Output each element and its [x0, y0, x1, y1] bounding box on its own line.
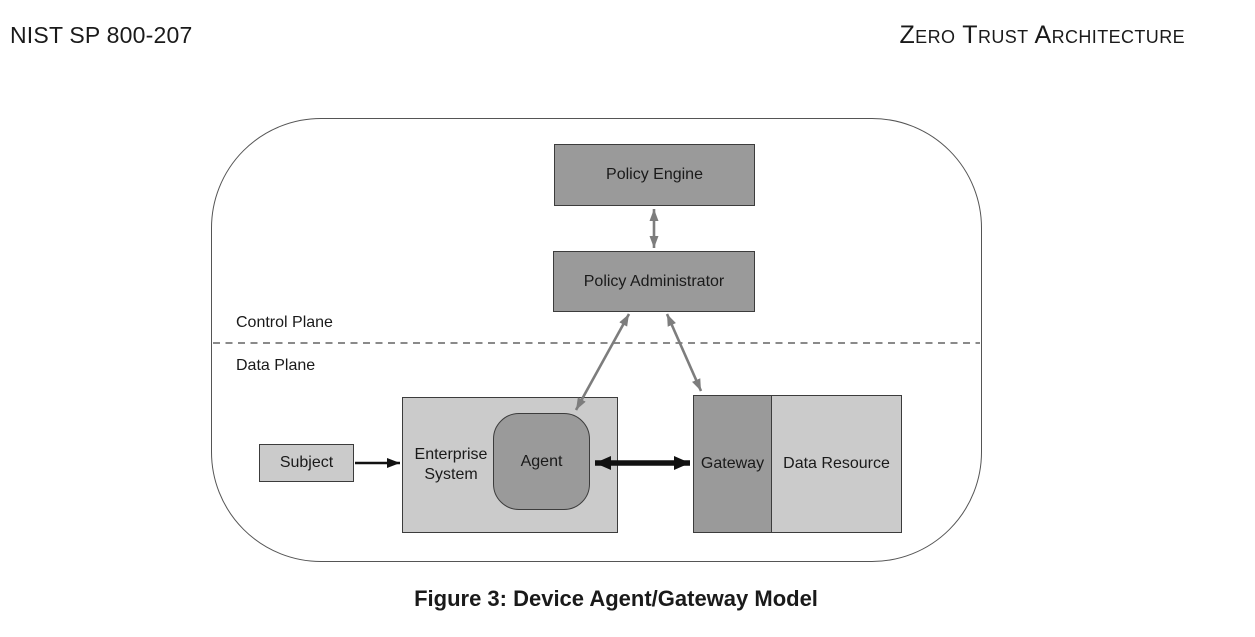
subject-label: Subject	[279, 454, 334, 472]
node-policy-administrator: Policy Administrator	[553, 251, 755, 312]
node-data-resource: Data Resource	[772, 396, 901, 532]
node-policy-engine: Policy Engine	[554, 144, 755, 206]
policy-administrator-label: Policy Administrator	[583, 272, 725, 290]
page-header-left: NIST SP 800-207	[10, 22, 193, 48]
agent-label: Agent	[520, 452, 563, 470]
node-gateway-data-resource: Gateway Data Resource	[693, 395, 902, 533]
enterprise-system-label: Enterprise System	[414, 446, 488, 483]
node-agent: Agent	[493, 413, 590, 510]
data-plane-label: Data Plane	[236, 357, 316, 374]
node-gateway: Gateway	[694, 396, 772, 532]
figure-caption: Figure 3: Device Agent/Gateway Model	[414, 586, 818, 611]
control-plane-label: Control Plane	[236, 314, 333, 331]
page-header-right: Zero Trust Architecture	[899, 21, 1185, 49]
data-resource-label: Data Resource	[783, 455, 890, 473]
policy-engine-label: Policy Engine	[606, 166, 703, 184]
gateway-label: Gateway	[700, 455, 765, 473]
node-subject: Subject	[259, 444, 354, 482]
